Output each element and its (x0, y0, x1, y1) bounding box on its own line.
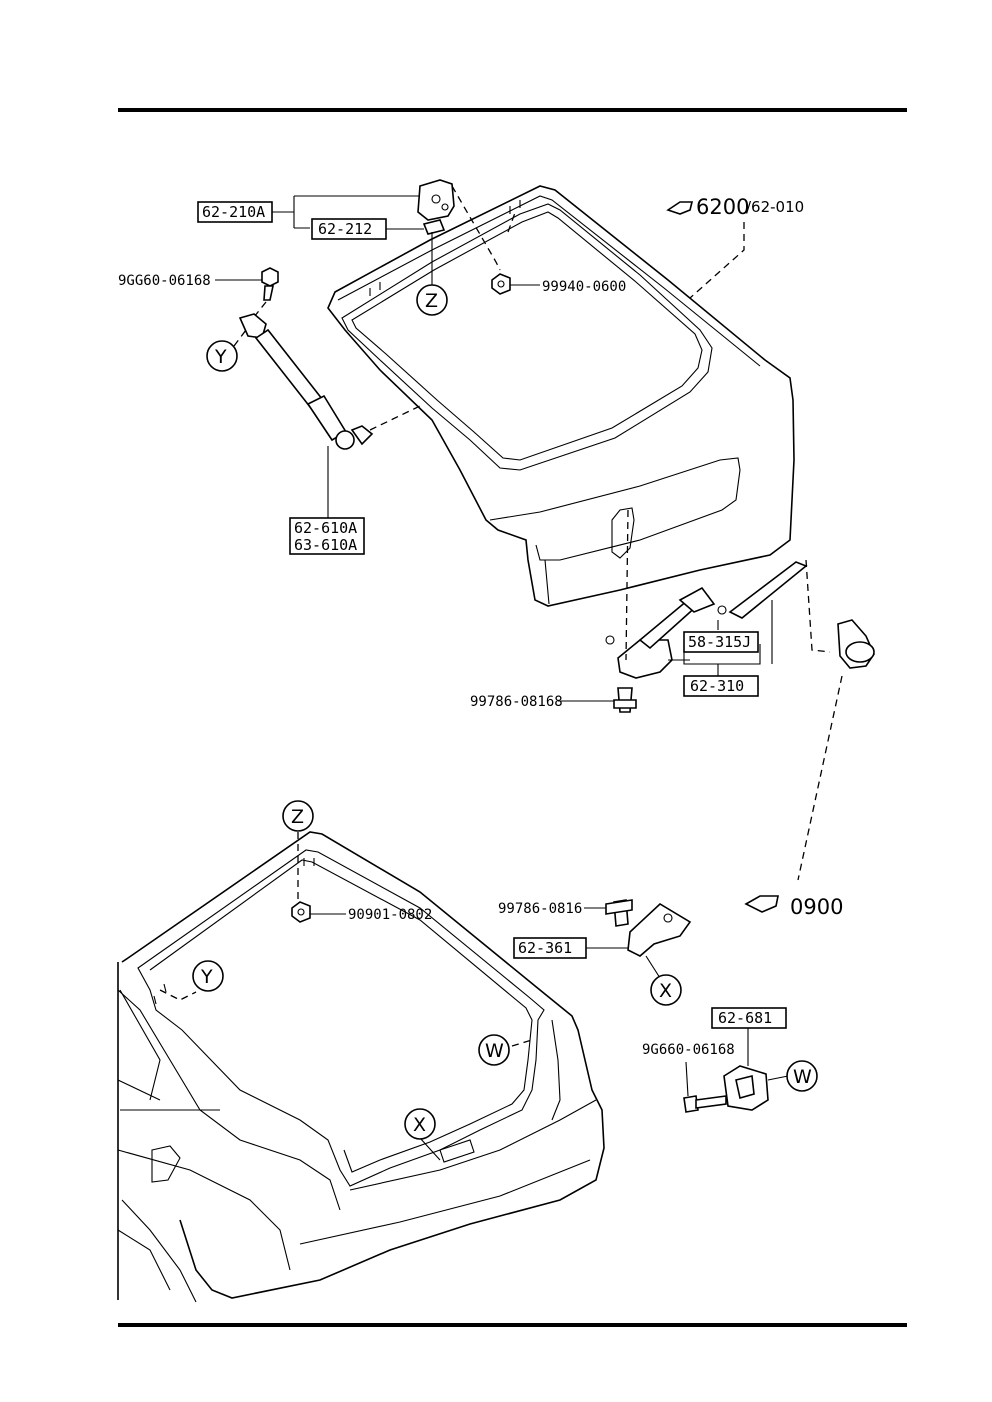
part-number-9GG60-06168: 9GG60-06168 (118, 273, 211, 289)
gas-strut-part (238, 313, 374, 450)
reference-6200: 6200 /62-010 (666, 195, 804, 219)
liftgate-drawing (327, 185, 795, 607)
part-number-62-210A: 62-210A (202, 203, 265, 221)
part-number-62-610A: 62-610A (294, 519, 357, 537)
callout-y-lower-label: Y (200, 966, 213, 988)
part-number-90901-0802: 90901-0802 (348, 907, 432, 923)
part-box-62-310 (683, 675, 759, 697)
callout-z-lower-label: Z (291, 806, 304, 828)
hinge-part (417, 179, 455, 235)
part-number-62-310: 62-310 (690, 677, 744, 695)
callout-y-lower (192, 960, 224, 992)
part-number-62-212: 62-212 (318, 220, 372, 238)
part-number-62-361: 62-361 (518, 939, 572, 957)
callout-x-striker-label: X (659, 980, 672, 1002)
bumper-part (683, 1065, 769, 1113)
latch-bolt-part (613, 687, 637, 713)
part-number-99786-08168: 99786-08168 (470, 694, 563, 710)
part-number-9G660-06168: 9G660-06168 (642, 1042, 735, 1058)
reference-sub-6200: /62-010 (746, 198, 804, 216)
part-number-99940-0600: 99940-0600 (542, 279, 626, 295)
callout-z-upper (416, 284, 448, 316)
callout-z-lower (282, 800, 314, 832)
bolt-part (261, 267, 279, 301)
nut-part (491, 273, 511, 295)
latch-part (605, 561, 808, 679)
callout-y-upper-label: Y (214, 346, 227, 368)
callout-w-body (478, 1034, 510, 1066)
part-number-62-681: 62-681 (718, 1009, 772, 1027)
part-box-62-681 (711, 1007, 787, 1029)
callout-z-upper-label: Z (425, 290, 438, 312)
callout-w-bumper (786, 1060, 818, 1092)
pointing-hand-icon (744, 895, 779, 913)
body-nut-part (291, 901, 311, 923)
reference-number-0900: 0900 (790, 895, 843, 919)
callout-y-upper (206, 340, 238, 372)
part-number-99786-0816: 99786-0816 (498, 901, 582, 917)
part-box-58-315J (683, 631, 759, 653)
part-number-63-610A: 63-610A (294, 536, 357, 554)
part-box-62-610A (289, 517, 365, 555)
pointing-hand-icon (666, 201, 694, 215)
part-box-62-361 (513, 937, 587, 959)
callout-x-striker (650, 974, 682, 1006)
callout-x-body (404, 1108, 436, 1140)
key-cylinder-part (837, 619, 875, 669)
car-body-drawing (117, 831, 605, 1303)
reference-number-6200: 6200 (696, 195, 749, 219)
striker-part (605, 899, 692, 957)
hinge-dash (451, 185, 501, 271)
callout-w-bumper-label: W (793, 1066, 812, 1088)
part-number-58-315J: 58-315J (688, 633, 751, 651)
reference-0900: 0900 (744, 895, 843, 919)
callout-w-body-label: W (485, 1040, 504, 1062)
callout-x-body-label: X (413, 1114, 426, 1136)
